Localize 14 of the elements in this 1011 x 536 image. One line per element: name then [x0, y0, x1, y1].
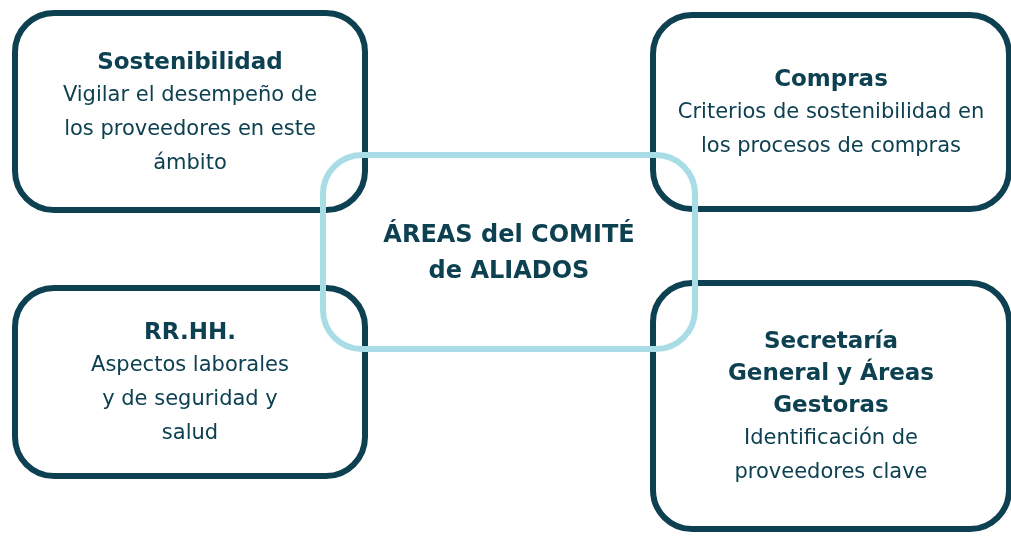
area-description: Aspectos laborales y de seguridad y salud — [90, 351, 290, 446]
area-heading: Sostenibilidad — [97, 46, 283, 76]
central-area-box — [320, 152, 698, 352]
area-heading: Compras — [774, 64, 888, 93]
area-box — [650, 12, 1011, 212]
area-box — [12, 10, 368, 213]
area-box — [650, 280, 1011, 532]
area-description: Criterios de sostenibilidad en los procesos de compras — [676, 98, 986, 159]
central-title: ÁREAS del COMITÉ de ALIADOS — [382, 218, 636, 286]
area-description: Vigilar el desempeño de los proveedores en este ámbito — [61, 80, 319, 176]
area-description: Identificación de proveedores clave — [733, 424, 929, 485]
area-heading: Secretaría General y Áreas Gestoras — [726, 326, 936, 419]
area-box — [12, 285, 368, 479]
area-heading: RR.HH. — [144, 317, 236, 346]
